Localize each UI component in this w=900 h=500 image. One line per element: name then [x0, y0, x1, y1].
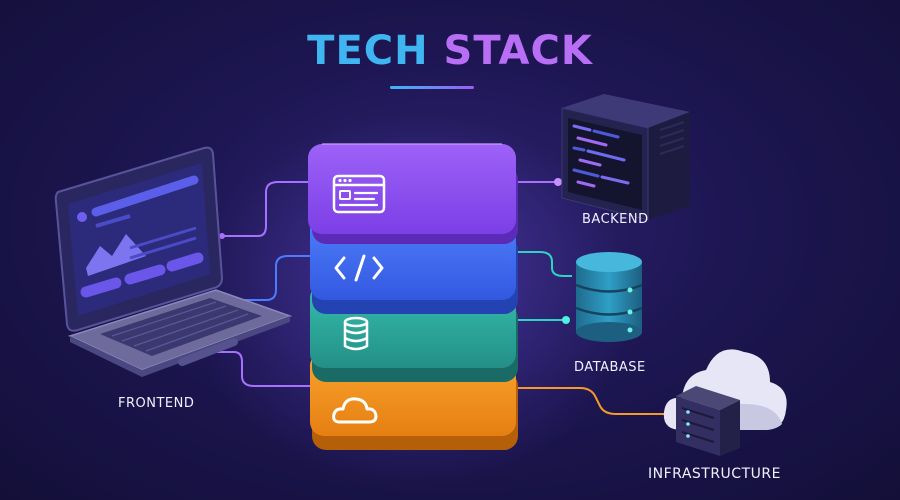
connector-frontend-code	[238, 255, 310, 301]
connector-database	[516, 316, 570, 324]
cloud-icon	[332, 397, 378, 424]
label-backend: BACKEND	[582, 212, 649, 227]
browser-window-icon	[332, 174, 386, 214]
cloud-server-icon	[663, 349, 787, 456]
title-word-stack: STACK	[443, 28, 593, 74]
label-frontend: FRONTEND	[118, 396, 195, 411]
connector-backend	[516, 178, 562, 186]
connector-database-top	[516, 251, 572, 277]
laptop-icon	[54, 146, 293, 377]
label-database: DATABASE	[574, 360, 646, 375]
database-icon	[343, 316, 369, 351]
code-brackets-icon	[334, 254, 384, 282]
server-code-icon	[561, 94, 690, 221]
connector-frontend-cloud	[214, 351, 310, 387]
title-word-tech: TECH	[307, 28, 429, 74]
database-cylinder-icon	[575, 252, 643, 342]
page-title: TECH STACK	[0, 28, 900, 74]
stack-layer-ui	[308, 143, 518, 244]
connector-frontend-ui	[219, 181, 308, 239]
label-infrastructure: INFRASTRUCTURE	[648, 466, 781, 482]
title-underline	[390, 86, 474, 89]
